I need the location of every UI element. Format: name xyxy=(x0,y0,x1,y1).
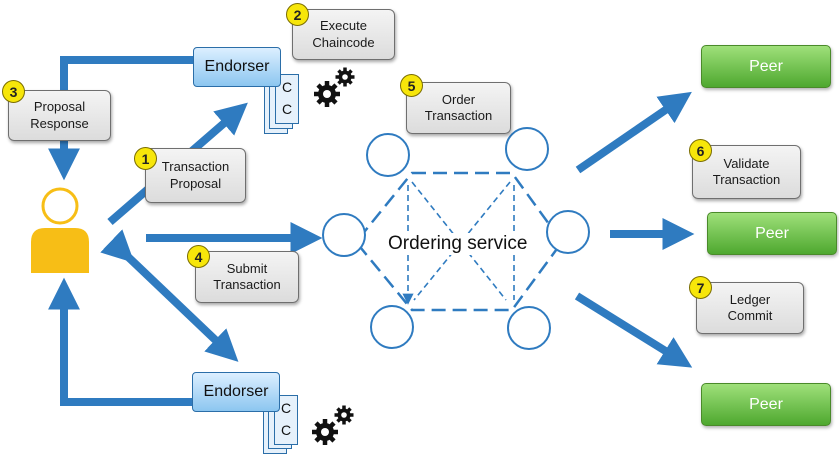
arrow-to-peer-3 xyxy=(574,292,693,368)
step-number-badge: 2 xyxy=(286,3,309,26)
step-number-badge: 3 xyxy=(2,80,25,103)
gear-icon xyxy=(312,405,354,445)
peer-node: Peer xyxy=(707,212,837,255)
step-7-callout: Ledger Commit xyxy=(696,282,804,334)
chaincode-card: C C xyxy=(275,74,299,124)
peer-node: Peer xyxy=(701,45,831,88)
arrow-lower-response xyxy=(48,277,194,406)
step-number-badge: 6 xyxy=(689,139,712,162)
step-1-callout: Transaction Proposal xyxy=(145,148,246,203)
step-number-badge: 5 xyxy=(400,74,423,97)
step-2-callout: Execute Chaincode xyxy=(292,9,395,60)
step-label: Transaction Proposal xyxy=(161,159,230,191)
gear-icon xyxy=(314,67,355,107)
step-label: Ledger Commit xyxy=(727,291,773,323)
chaincode-label: C xyxy=(281,101,293,117)
step-label: Execute Chaincode xyxy=(312,18,375,50)
step-label: Submit Transaction xyxy=(213,260,281,292)
step-label: Proposal Response xyxy=(30,99,89,131)
endorser-box: Endorser xyxy=(192,372,280,412)
endorser-box: Endorser xyxy=(193,47,281,87)
arrow-lower-endorser xyxy=(100,229,239,362)
ordering-service-label: Ordering service xyxy=(386,233,530,255)
step-3-callout: Proposal Response xyxy=(8,90,111,141)
step-number-badge: 4 xyxy=(187,245,210,268)
chaincode-label: C xyxy=(280,422,292,438)
step-number-badge: 1 xyxy=(134,147,157,170)
chaincode-label: C xyxy=(281,79,293,95)
arrow-to-peer-1 xyxy=(575,91,692,174)
chaincode-label: C xyxy=(280,400,292,416)
step-6-callout: Validate Transaction xyxy=(692,145,801,199)
step-5-callout: Order Transaction xyxy=(406,82,511,134)
step-number-badge: 7 xyxy=(689,276,712,299)
step-label: Order Transaction xyxy=(424,91,493,123)
peer-node: Peer xyxy=(701,383,831,426)
user-icon xyxy=(31,187,89,273)
step-4-callout: Submit Transaction xyxy=(195,251,299,303)
step-label: Validate Transaction xyxy=(712,155,781,187)
